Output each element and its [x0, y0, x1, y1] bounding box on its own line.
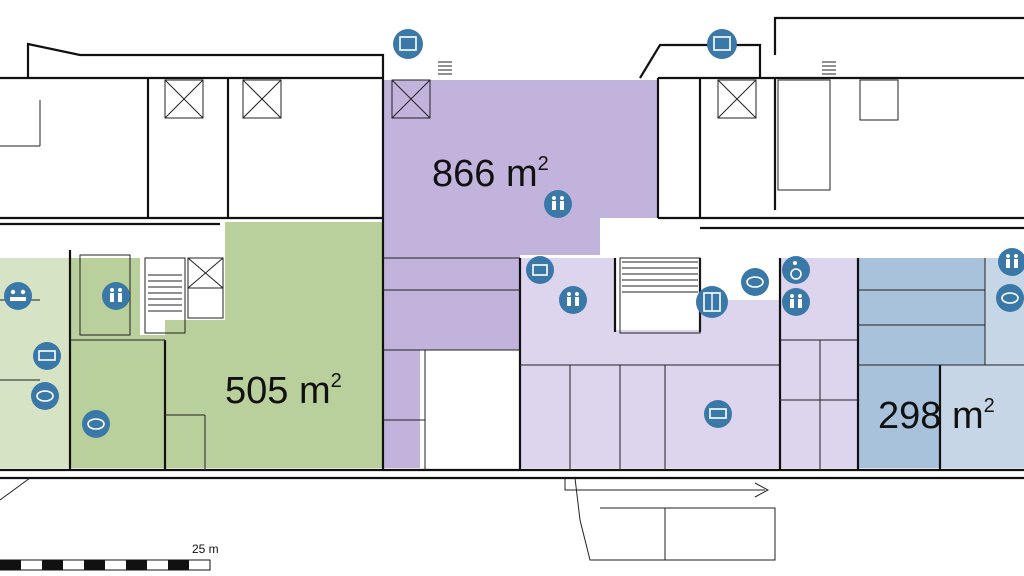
restroom-icon: [782, 288, 810, 316]
area-fills: [0, 80, 1024, 468]
scale-bar: 25 m: [0, 542, 219, 571]
wheelchair-icon: [782, 256, 810, 284]
cafe-icon: [996, 284, 1024, 312]
restroom-icon: [544, 190, 572, 218]
service-icons: [4, 29, 1024, 438]
green-area-main: [70, 222, 383, 468]
kitchen-icon: [526, 256, 554, 284]
meeting-icon: [4, 282, 32, 310]
elevator-icon: [393, 29, 423, 59]
restroom-icon: [102, 282, 130, 310]
scale-label: 25 m: [192, 542, 219, 556]
blue-area-main: [858, 258, 985, 468]
elevator-icon: [696, 286, 728, 318]
reception-icon: [33, 342, 61, 370]
blue-area-light: [940, 258, 1024, 468]
purple-area-light: [520, 258, 858, 468]
entrance-ramp: [0, 477, 776, 561]
green-area-label: 505 m2: [225, 370, 342, 412]
stairs: [148, 61, 836, 312]
cafe-icon: [31, 382, 59, 410]
restroom-icon: [559, 286, 587, 314]
cafe-icon: [82, 410, 110, 438]
restroom-icon: [998, 248, 1024, 276]
elevator-icon: [707, 29, 737, 59]
cafe-icon: [741, 268, 769, 296]
shafts: [164, 79, 757, 289]
purple-area-main: [383, 80, 658, 468]
walls: [0, 16, 1024, 561]
reception-icon: [704, 400, 732, 428]
blue-area-label: 298 m2: [878, 395, 995, 437]
purple-area-label: 866 m2: [432, 153, 549, 195]
